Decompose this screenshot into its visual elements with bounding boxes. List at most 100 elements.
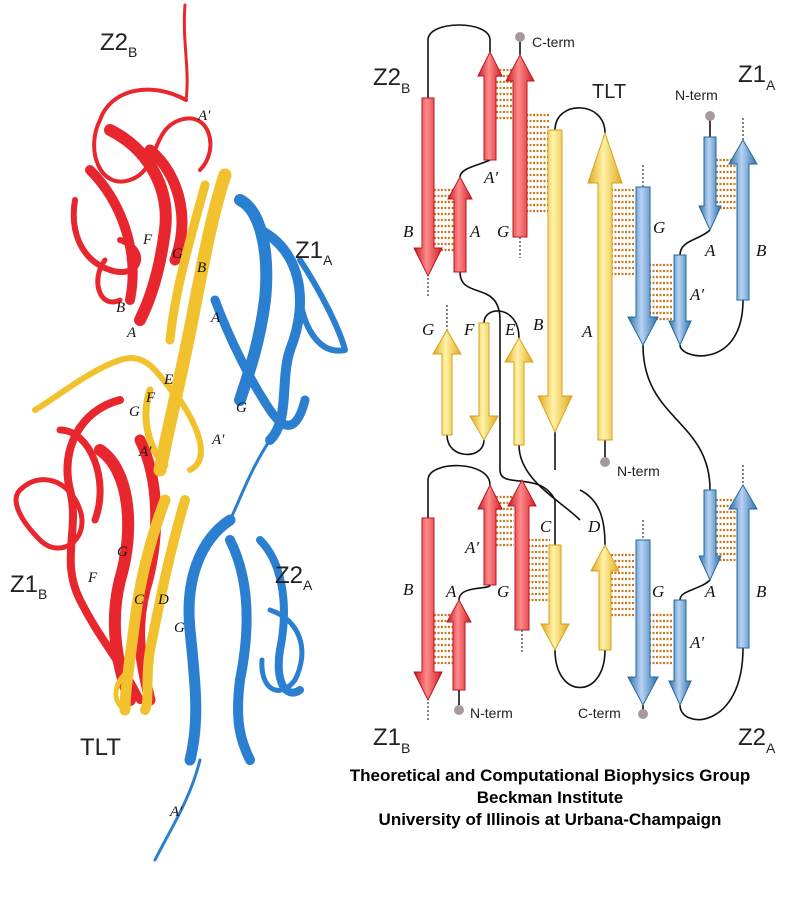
strand-z2a-A xyxy=(698,489,722,582)
topo-label-z1a: Z1A xyxy=(738,61,776,93)
strand-tlt-G xyxy=(432,329,462,436)
domain-label-z2b: Z2B xyxy=(100,29,137,60)
svg-text:A: A xyxy=(445,582,457,601)
svg-text:A: A xyxy=(704,241,716,260)
terminus-dot xyxy=(638,709,648,719)
n-term-label: N-term xyxy=(470,705,513,721)
svg-text:E: E xyxy=(163,372,173,388)
topo-label-z2a: Z2A xyxy=(738,724,776,756)
strand-tlt-C xyxy=(540,544,570,652)
institute-name: Beckman Institute xyxy=(476,788,624,807)
strand-z2b-B xyxy=(413,97,443,278)
svg-text:G: G xyxy=(129,404,140,420)
strand-labels: A′ F G B B A A E F G A′ G A′ G F C D G A… xyxy=(87,108,247,820)
svg-text:D: D xyxy=(157,592,169,608)
svg-text:A: A xyxy=(210,310,221,326)
strand-z2a-G xyxy=(627,539,659,707)
credits-footer: Theoretical and Computational Biophysics… xyxy=(300,765,800,831)
terminus-dot xyxy=(600,457,610,467)
ribbon-z1a xyxy=(210,194,348,522)
strand-z1b-G xyxy=(507,478,537,631)
domain-label-tlt: TLT xyxy=(80,734,121,761)
svg-text:C: C xyxy=(134,592,145,608)
svg-text:A: A xyxy=(581,322,593,341)
svg-text:B: B xyxy=(403,222,414,241)
topo-label-tlt: TLT xyxy=(592,81,626,103)
n-term-label: N-term xyxy=(675,87,718,103)
connecting-loops xyxy=(427,24,744,721)
svg-text:G: G xyxy=(172,246,183,262)
svg-text:F: F xyxy=(87,570,98,586)
terminus-dot xyxy=(515,32,525,42)
strand-z1b-B xyxy=(413,517,443,702)
svg-text:G: G xyxy=(236,400,247,416)
ribbon-tlt xyxy=(32,168,232,716)
svg-text:B: B xyxy=(756,582,767,601)
n-term-label: N-term xyxy=(617,463,660,479)
strand-tlt-D xyxy=(590,543,620,651)
svg-text:F: F xyxy=(142,232,153,248)
strand-z1b-Aprime xyxy=(477,483,503,586)
ribbon-z2a xyxy=(153,514,305,862)
topology-diagram: Z2B Z1A Z1B Z2A TLT C-term N-term N-term… xyxy=(373,24,776,756)
svg-text:E: E xyxy=(504,320,516,339)
svg-text:A: A xyxy=(469,222,481,241)
svg-text:A: A xyxy=(704,582,716,601)
terminus-dot xyxy=(454,705,464,715)
strand-z2b-A xyxy=(447,175,473,273)
strand-tlt-B xyxy=(537,129,573,434)
topology-strand-labels: B A A′ G B A G A′ A B G F E B A A′ G C D… xyxy=(403,168,767,652)
svg-text:G: G xyxy=(497,582,509,601)
c-term-label: C-term xyxy=(578,705,621,721)
svg-text:C: C xyxy=(540,517,552,536)
c-term-label: C-term xyxy=(532,34,575,50)
strand-z1a-Aprime xyxy=(668,254,692,347)
strand-z2b-Aprime xyxy=(477,50,503,161)
strand-z1a-G xyxy=(627,186,659,347)
svg-text:F: F xyxy=(463,320,475,339)
svg-text:B: B xyxy=(403,580,414,599)
svg-text:A′: A′ xyxy=(197,108,211,124)
dotted-continuations xyxy=(427,118,744,722)
strand-z1a-B xyxy=(728,139,758,301)
topo-label-z1b: Z1B xyxy=(373,724,410,756)
svg-text:F: F xyxy=(145,390,156,406)
strand-tlt-E xyxy=(504,337,534,446)
svg-text:B: B xyxy=(116,300,125,316)
svg-text:G: G xyxy=(174,620,185,636)
strand-z1b-A xyxy=(446,598,472,691)
svg-text:G: G xyxy=(497,222,509,241)
terminus-dot xyxy=(705,111,715,121)
ribbon-z2b xyxy=(70,3,213,326)
svg-text:D: D xyxy=(587,517,601,536)
domain-label-z1b: Z1B xyxy=(10,571,47,602)
domain-label-z1a: Z1A xyxy=(295,237,333,268)
svg-text:A′: A′ xyxy=(169,804,183,820)
svg-text:B: B xyxy=(533,315,544,334)
svg-text:G: G xyxy=(422,320,434,339)
svg-text:A: A xyxy=(126,325,137,341)
svg-text:G: G xyxy=(653,218,665,237)
svg-text:A′: A′ xyxy=(138,444,152,460)
svg-text:B: B xyxy=(197,260,206,276)
svg-text:B: B xyxy=(756,241,767,260)
group-name: Theoretical and Computational Biophysics… xyxy=(349,766,751,785)
svg-text:A′: A′ xyxy=(689,633,704,652)
topo-label-z2b: Z2B xyxy=(373,64,410,96)
svg-text:G: G xyxy=(652,582,664,601)
protein-ribbon-structure: Z2B Z1A Z1B Z2A TLT A′ F G B B A A E F G… xyxy=(10,3,348,862)
svg-text:A′: A′ xyxy=(689,285,704,304)
strand-tlt-F xyxy=(469,322,499,441)
strand-z2a-Aprime xyxy=(668,599,692,707)
beta-strands xyxy=(413,50,758,707)
terminus-dots xyxy=(454,32,715,719)
svg-text:A′: A′ xyxy=(464,538,479,557)
university-name: University of Illinois at Urbana-Champai… xyxy=(378,810,722,829)
strand-z2b-G xyxy=(505,53,535,238)
strand-z1a-A xyxy=(698,136,722,232)
svg-text:G: G xyxy=(117,544,128,560)
strand-tlt-A xyxy=(587,131,623,441)
strand-z2a-B xyxy=(728,484,758,649)
svg-text:A′: A′ xyxy=(483,168,498,187)
